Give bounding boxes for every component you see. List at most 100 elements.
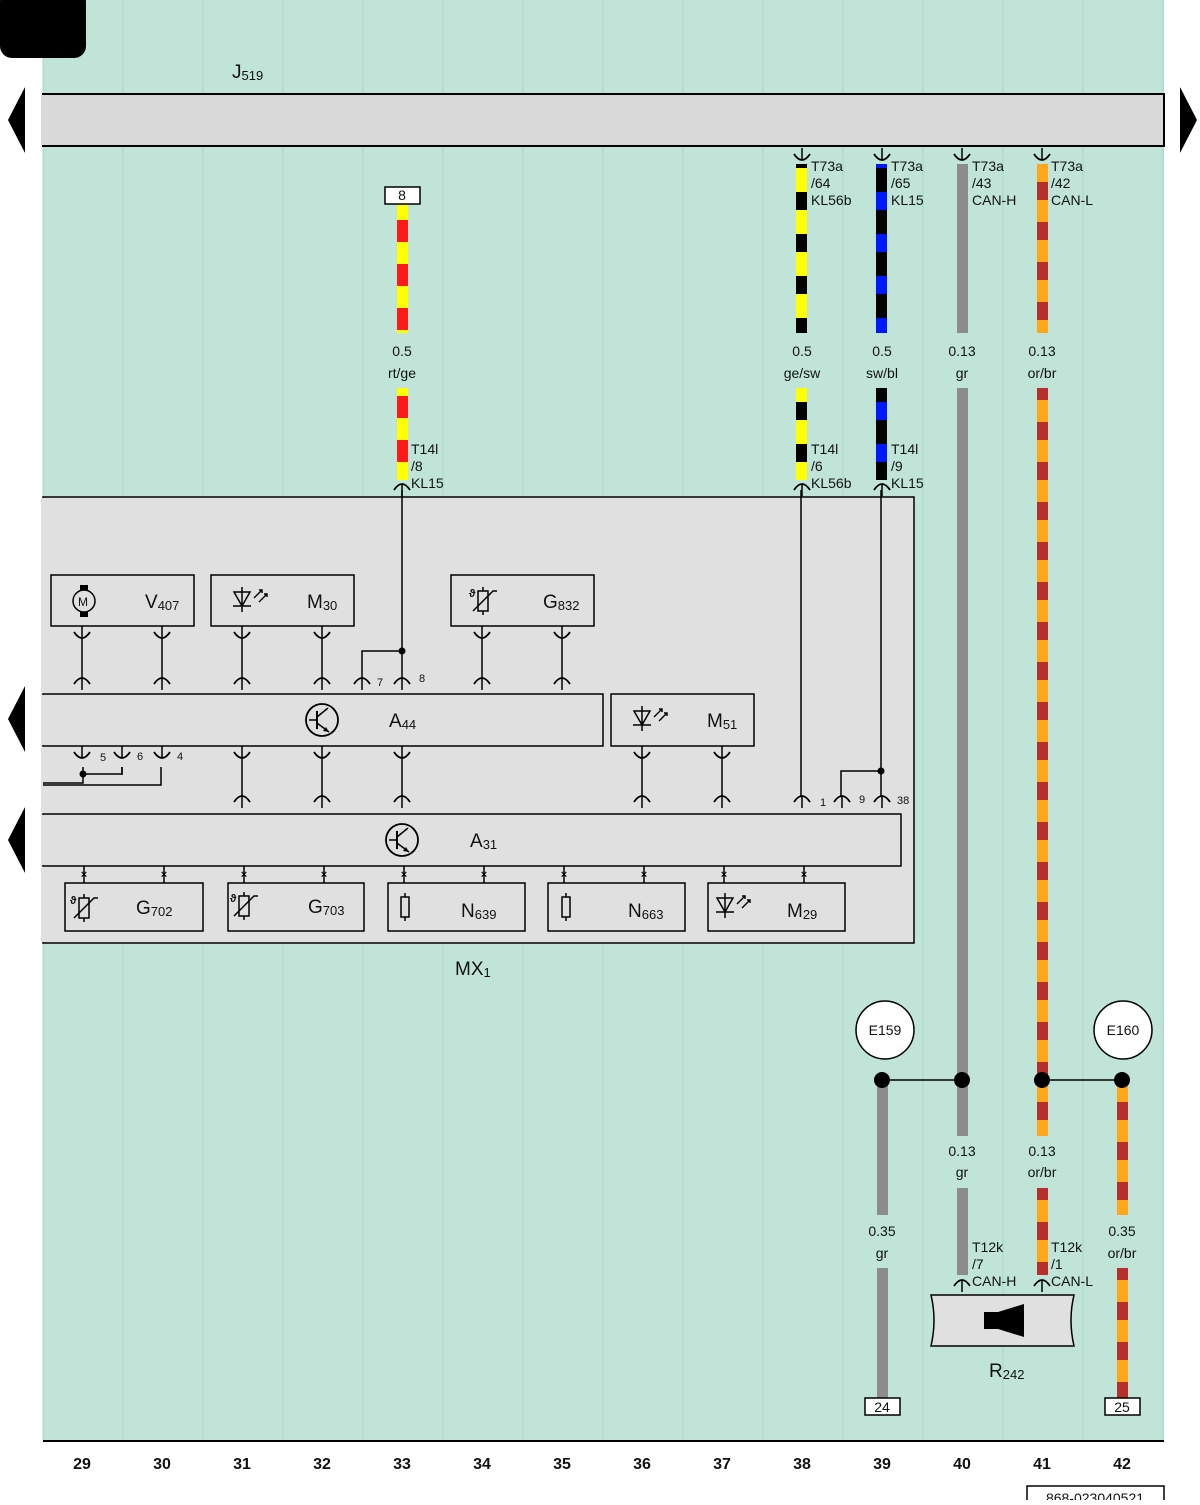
connector-icon (953, 1279, 971, 1292)
resistor-icon (561, 893, 571, 921)
connector-label: /42 (1051, 175, 1071, 191)
speaker-r242[interactable]: R242 (930, 1294, 1075, 1382)
led-icon (232, 587, 268, 612)
component-v407[interactable]: M V407 (50, 574, 195, 627)
pin-number: 7 (377, 677, 383, 689)
resistor-icon (400, 893, 410, 921)
svg-text:ϑ: ϑ (230, 893, 237, 905)
connector-label: T73a (891, 158, 923, 174)
connector-label: /1 (1051, 1256, 1063, 1272)
pin-number: 38 (897, 795, 909, 807)
wire-color-code: or/br (1028, 365, 1057, 381)
terminal-label: 25 (1114, 1399, 1130, 1415)
arrow-left-icon[interactable] (8, 686, 25, 752)
component-g702[interactable]: ϑ G702 (64, 882, 204, 932)
component-label: M30 (307, 592, 337, 613)
wire-size: 0.5 (392, 343, 412, 359)
wire-lw42[interactable]: 0.35 or/br 25 (1104, 1082, 1141, 1416)
connector-label: T73a (972, 158, 1004, 174)
board-a31[interactable]: A31 (42, 813, 902, 867)
wire-w40[interactable]: T73a /43 CAN-H 0.13 gr (948, 158, 1016, 1275)
connector-label: T12k (972, 1239, 1004, 1255)
connector-icon (153, 677, 171, 690)
connector-icon (833, 795, 851, 808)
column-number: 39 (873, 1456, 891, 1473)
wire-size: 0.13 (1028, 343, 1055, 359)
junction-dot (398, 647, 406, 655)
component-g832[interactable]: ϑ G832 (450, 574, 595, 627)
splice-dot (1034, 1072, 1050, 1088)
component-m29[interactable]: M29 (707, 882, 846, 932)
top-unit-bar (42, 93, 1165, 147)
wire-w38[interactable]: T73a /64 KL56b 0.5 ge/sw T14l /6 KL56b (784, 158, 852, 491)
connector-icon (633, 795, 651, 808)
connector-label: /8 (411, 458, 423, 474)
wire-size: 0.13 (948, 343, 975, 359)
thermistor-icon: ϑ (70, 894, 98, 922)
connector-icon (73, 746, 91, 759)
pin-number: 6 (137, 751, 143, 763)
arrow-left-icon[interactable] (8, 807, 25, 873)
connector-label: KL56b (811, 475, 852, 491)
svg-text:E160: E160 (1107, 1022, 1140, 1038)
terminal-box (864, 1397, 901, 1416)
terminal-label: 24 (874, 1399, 890, 1415)
connector-label: KL56b (811, 192, 852, 208)
wire-w33[interactable]: 8 0.5 rt/ge T14l /8 KL15 (384, 186, 444, 491)
connector-icon (313, 795, 331, 808)
column-number: 42 (1113, 1456, 1131, 1473)
arrow-right-icon[interactable] (1180, 87, 1197, 153)
splice-e160[interactable]: E160 (1093, 1000, 1153, 1060)
connector-label: CAN-L (1051, 1273, 1093, 1289)
connector-label: KL15 (891, 475, 924, 491)
junction-dot (877, 767, 885, 775)
board-a44[interactable]: A44 (42, 693, 604, 747)
wire-color-code: or/br (1028, 1164, 1057, 1180)
column-number: 31 (233, 1456, 251, 1473)
connector-label: T14l (811, 441, 838, 457)
connector-label: KL15 (891, 192, 924, 208)
wire-size: 0.35 (1108, 1223, 1135, 1239)
wire-lw39[interactable]: 0.35 gr 24 (864, 1082, 901, 1416)
connector-label: T14l (411, 441, 438, 457)
connector-label: /6 (811, 458, 823, 474)
component-g703[interactable]: ϑ G703 (227, 882, 365, 932)
wire-w41[interactable]: T73a /42 CAN-L 0.13 or/br (1028, 158, 1094, 1275)
transistor-icon (385, 823, 419, 857)
connector-icon (713, 795, 731, 808)
component-n639[interactable]: N639 (387, 882, 526, 932)
component-label: M51 (707, 711, 737, 732)
splice-dot (874, 1072, 890, 1088)
thermistor-icon: ϑ (230, 892, 258, 920)
component-n663[interactable]: N663 (547, 882, 686, 932)
connector-icon (393, 795, 411, 808)
component-label: G702 (136, 898, 172, 919)
arrow-left-icon[interactable] (8, 87, 25, 153)
svg-text:M: M (78, 595, 88, 609)
connector-icon (873, 148, 891, 161)
connector-label: T14l (891, 441, 918, 457)
wire-color-code: ge/sw (784, 365, 821, 381)
column-number: 35 (553, 1456, 571, 1473)
connector-icon (233, 677, 251, 690)
led-icon (715, 893, 751, 918)
wire-lw41: 0.13 or/br T12k /1 CAN-L (1028, 1143, 1094, 1289)
wire-w39[interactable]: T73a /65 KL15 0.5 sw/bl T14l /9 KL15 (866, 158, 924, 491)
component-label: G832 (543, 592, 579, 613)
module-label: MX1 (455, 959, 491, 980)
connector-icon (73, 677, 91, 690)
connector-icon (793, 483, 811, 496)
connector-label: /9 (891, 458, 903, 474)
column-number: 29 (73, 1456, 91, 1473)
connector-icon (353, 677, 371, 690)
component-m30[interactable]: M30 (210, 574, 355, 627)
connector-icon (873, 795, 891, 808)
connector-icon (553, 677, 571, 690)
splice-e159[interactable]: E159 (855, 1000, 915, 1060)
connector-label: T73a (1051, 158, 1083, 174)
component-m51[interactable]: M51 (610, 693, 755, 747)
connector-icon (873, 483, 891, 496)
connector-icon (473, 677, 491, 690)
wire-color-code: or/br (1108, 1245, 1137, 1261)
